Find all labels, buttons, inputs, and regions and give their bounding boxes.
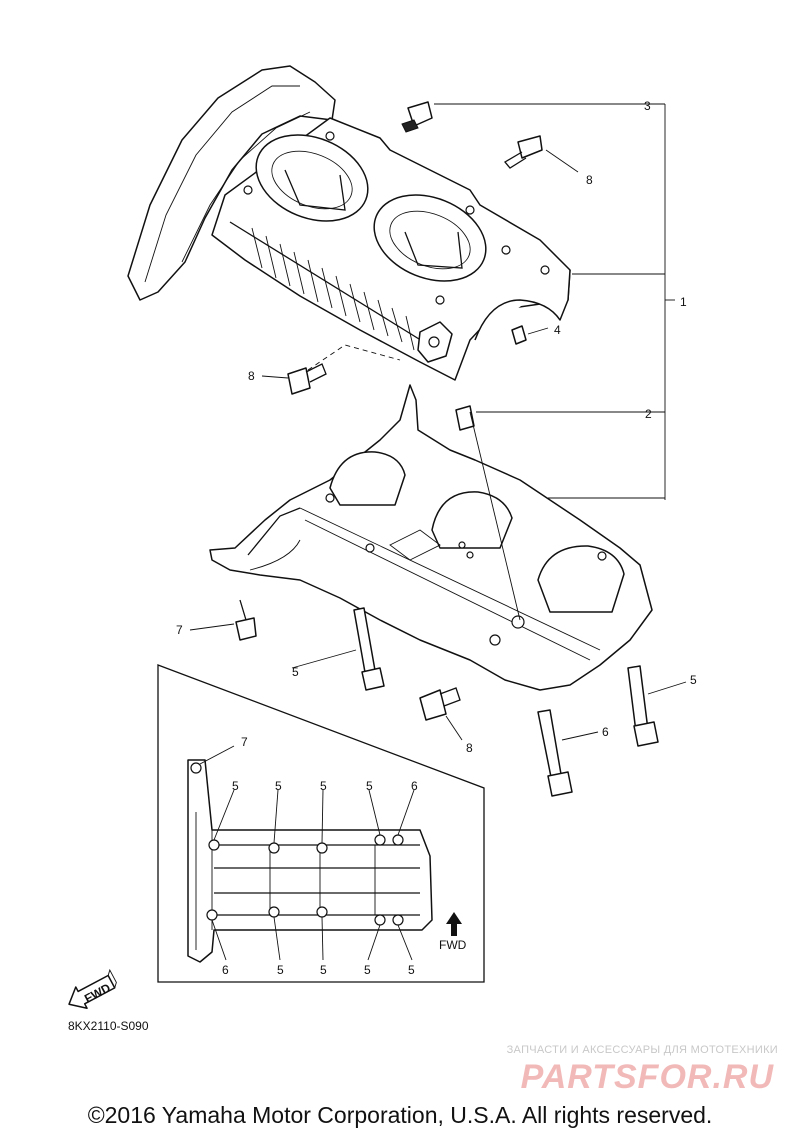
callout-8-left: 8	[248, 369, 255, 383]
inset-label-5-d: 5	[366, 779, 373, 793]
inset-label-5-c: 5	[320, 779, 327, 793]
watermark-tagline: ЗАПЧАСТИ И АКСЕССУАРЫ ДЛЯ МОТОТЕХНИКИ	[506, 1044, 778, 1056]
callout-8-top: 8	[586, 173, 593, 187]
copyright-notice: ©2016 Yamaha Motor Corporation, U.S.A. A…	[87, 1102, 713, 1128]
inset-label-5-f: 5	[320, 963, 327, 977]
bolt-part-8-top	[517, 135, 543, 159]
lower-crankcase	[209, 384, 653, 691]
inset-label-5-b: 5	[275, 779, 282, 793]
inset-label-5-h: 5	[408, 963, 415, 977]
stud-bolt-part-6	[537, 709, 563, 783]
callout-5-center: 5	[292, 665, 299, 679]
inset-fwd-label: FWD	[439, 938, 467, 952]
callout-7: 7	[176, 623, 183, 637]
inset-label-6-bottom: 6	[222, 963, 229, 977]
bolt-part-8-left	[287, 367, 311, 395]
watermark-logo: PARTSFOR.RU	[520, 1058, 774, 1096]
callout-8-lower: 8	[466, 741, 473, 755]
inset-panel	[157, 664, 485, 983]
dowel-pin-4	[511, 325, 527, 345]
inset-label-5-a: 5	[232, 779, 239, 793]
callout-5-right: 5	[690, 673, 697, 687]
callout-1: 1	[680, 295, 687, 309]
hardware	[235, 101, 659, 797]
fwd-arrow	[68, 968, 117, 1009]
inset-label-5-g: 5	[364, 963, 371, 977]
inset-label-6-top: 6	[411, 779, 418, 793]
callout-6: 6	[602, 725, 609, 739]
upper-crankcase	[127, 65, 571, 381]
leader-lines	[189, 103, 687, 741]
dowel-part-2	[455, 405, 475, 431]
bolt-part-7	[235, 617, 257, 641]
inset-fwd-arrow-icon	[446, 912, 462, 936]
stud-bolt-part-5-a	[353, 607, 377, 679]
diagram-code: 8KX2110-S090	[68, 1019, 149, 1033]
callout-4: 4	[554, 323, 561, 337]
inset-label-5-e: 5	[277, 963, 284, 977]
inset-label-7: 7	[241, 735, 248, 749]
stud-bolt-part-5-b	[627, 665, 649, 733]
callout-2: 2	[645, 407, 652, 421]
bolt-part-8-lower	[419, 689, 447, 721]
callout-3: 3	[644, 99, 651, 113]
